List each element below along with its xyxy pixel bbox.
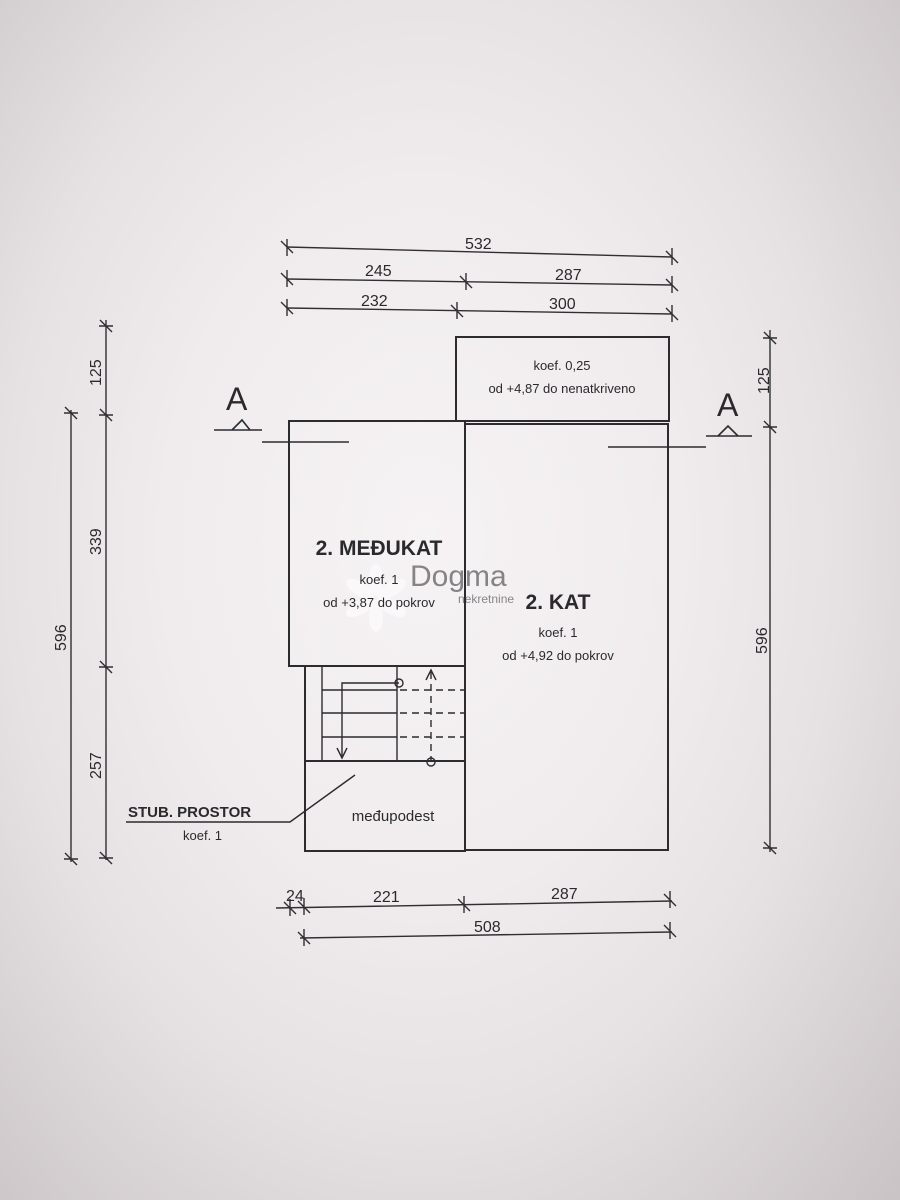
mezzanine-coef: koef. 1: [359, 572, 398, 587]
dim-top-300: 300: [549, 296, 576, 313]
floor2-title: 2. KAT: [526, 591, 591, 614]
dim-bottom-24: 24: [286, 888, 304, 905]
dimension-lines: [64, 239, 777, 946]
floor2-coef: koef. 1: [538, 625, 577, 640]
dim-line-bottom-total: [299, 931, 673, 939]
dim-line-top-row3: [286, 307, 673, 315]
dim-line-top-total: [286, 246, 673, 258]
watermark: Dogma nekretnine: [346, 560, 514, 632]
floor2-room-outline: [464, 423, 669, 851]
dim-top-total: 532: [465, 236, 492, 253]
floor2-level: od +4,92 do pokrov: [502, 648, 614, 663]
dim-left-257: 257: [88, 752, 105, 779]
dim-left-339: 339: [88, 528, 105, 555]
section-arrow-left: [214, 418, 262, 431]
dim-top-245: 245: [365, 263, 392, 280]
dim-line-bottom-row1: [275, 900, 673, 909]
terrace-outline: [455, 336, 670, 422]
stair-label-leader: [126, 774, 356, 823]
watermark-flower-icon: [346, 564, 406, 632]
terrace-coef: koef. 0,25: [533, 358, 590, 373]
dim-bottom-287: 287: [551, 886, 578, 903]
section-label-left: A: [226, 381, 248, 417]
stair-lines: [321, 666, 465, 767]
dim-line-top-row2: [286, 278, 673, 286]
stair-label-title: STUB. PROSTOR: [128, 804, 251, 821]
dim-bottom-total: 508: [474, 919, 501, 936]
dim-top-287: 287: [555, 267, 582, 284]
dim-top-232: 232: [361, 293, 388, 310]
section-markers: [214, 418, 752, 448]
dim-left-125: 125: [88, 359, 105, 386]
dim-left-total: 596: [53, 624, 70, 651]
watermark-sub: nekretnine: [458, 592, 514, 606]
watermark-brand: Dogma: [410, 560, 507, 593]
dim-right-total: 596: [754, 627, 771, 654]
section-arrow-right: [706, 424, 752, 437]
walls: [288, 336, 670, 852]
stair-label-coef: koef. 1: [183, 828, 222, 843]
section-label-right: A: [717, 387, 739, 423]
landing-label: međupodest: [352, 808, 435, 825]
mezzanine-level: od +3,87 do pokrov: [323, 595, 435, 610]
mezzanine-title: 2. MEĐUKAT: [316, 537, 443, 560]
stair-area-outline: [304, 665, 466, 852]
terrace-level: od +4,87 do nenatkriveno: [488, 381, 635, 396]
dim-right-125: 125: [756, 367, 773, 394]
dim-bottom-221: 221: [373, 889, 400, 906]
